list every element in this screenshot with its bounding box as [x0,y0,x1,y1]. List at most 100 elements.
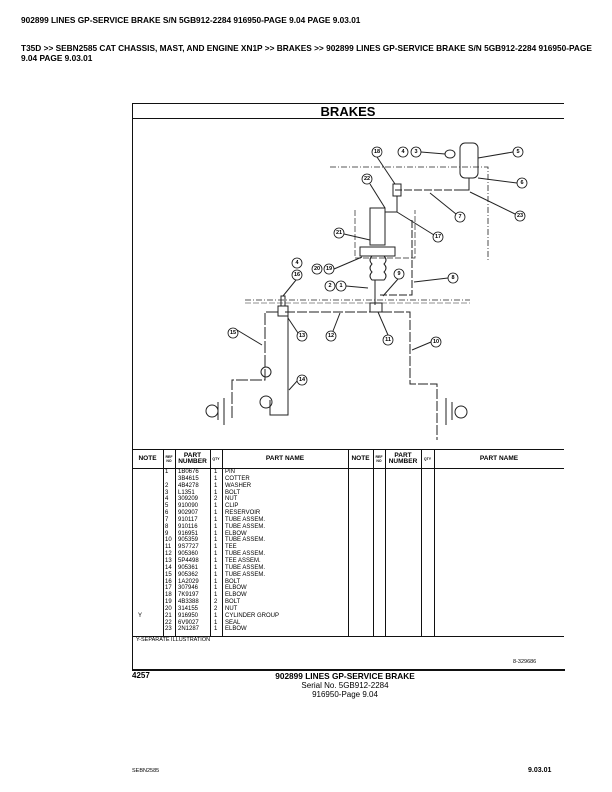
qty-cell: 1 [214,544,218,551]
header-part-number-2: PART NUMBER [385,450,421,469]
ref-cell: 10 [165,537,172,544]
qty-cell: 1 [214,516,218,523]
ref-cell: 5 [165,503,169,510]
column-divider [210,450,223,636]
part-number-cell: 902907 [178,510,199,517]
parts-table: NOTE REF NO PART NUMBER QTY PART NAME NO… [132,449,564,637]
callout: 7 [458,214,461,220]
header-ref-2: REF NO [373,450,385,469]
callout: 23 [517,213,523,219]
part-name-cell: BOLT [225,578,241,585]
ref-cell: 17 [165,585,172,592]
part-name-cell: SEAL [225,619,241,626]
part-number-cell: 2N1287 [178,626,200,633]
part-number-cell: 5P4498 [178,557,199,564]
header-ref: REF NO [163,450,175,469]
note-cell: Y [138,612,143,619]
qty-cell: 1 [214,530,218,537]
column-divider [348,450,374,636]
ref-cell: 3 [165,489,169,496]
part-name-cell: ELBOW [225,592,247,599]
callout: 17 [435,234,441,240]
callout: 22 [364,176,370,182]
ref-cell: 21 [165,612,172,619]
qty-cell: 1 [214,469,218,475]
callout: 19 [326,266,332,272]
qty-cell: 1 [214,503,218,510]
qty-cell: 1 [214,564,218,571]
ref-cell: 12 [165,551,172,558]
part-name-cell: COTTER [225,475,250,482]
footnote: Y-SEPARATE ILLUSTRATION [136,637,211,643]
part-number-cell: 307946 [178,585,199,592]
callout: 10 [433,339,439,345]
page-reference: 916950-Page 9.04 [312,690,378,699]
qty-cell: 2 [214,496,218,503]
header-part-name: PART NAME [222,450,348,469]
part-name-cell: CLIP [225,503,239,510]
part-number-cell: 4B4278 [178,482,199,489]
part-number-cell: 1B0676 [178,469,199,475]
qty-cell: 1 [214,551,218,558]
ref-cell: 18 [165,592,172,599]
ref-cell: 7 [165,516,169,523]
part-number-cell: 3B4615 [178,475,199,482]
part-number-cell: 916950 [178,612,199,619]
part-number-cell: 905359 [178,537,199,544]
ref-cell: 23 [165,626,172,633]
part-number-cell: 916951 [178,530,199,537]
column-divider [421,450,435,636]
table-row: 15 905362 1 TUBE ASSEM. [132,572,564,579]
header-part-number: PART NUMBER [175,450,210,469]
callout: 6 [520,180,523,186]
part-number-cell: L1351 [178,489,195,496]
section-title: BRAKES [132,104,564,119]
ref-cell: 15 [165,571,172,578]
qty-cell: 1 [214,557,218,564]
callout: 20 [314,266,320,272]
part-number-cell: 314155 [178,605,199,612]
qty-cell: 1 [214,619,218,626]
part-name-cell: PIN [225,469,236,475]
page-code: 4257 [132,671,150,680]
illustration-number: 8-329686 [513,659,537,665]
table-row: 12 905360 1 TUBE ASSEM. [132,551,564,558]
callout: 21 [336,230,342,236]
qty-cell: 1 [214,626,218,633]
header-part-name-2: PART NAME [434,450,564,469]
qty-cell: 1 [214,578,218,585]
part-name-cell: WASHER [225,482,252,489]
footer-title: 902899 LINES GP-SERVICE BRAKE [275,671,415,681]
qty-cell: 1 [214,571,218,578]
qty-cell: 1 [214,475,218,482]
breadcrumb: T35D >> SEBN2585 CAT CHASSIS, MAST, AND … [21,43,592,63]
document-id: SEBN2585 [132,768,160,774]
ref-cell: 2 [165,482,169,489]
callout: 13 [299,333,305,339]
part-name-cell: TUBE ASSEM. [225,537,266,544]
qty-cell: 1 [214,612,218,619]
part-number-cell: 910117 [178,516,198,523]
ref-cell: 11 [165,544,172,551]
callout: 16 [294,272,300,278]
ref-cell: 9 [165,530,169,537]
part-name-cell: TUBE ASSEM. [225,523,266,530]
part-number-cell: 905362 [178,571,199,578]
callout: 9 [397,271,400,277]
column-divider [132,450,164,636]
part-name-cell: TUBE ASSEM. [225,551,266,558]
ref-cell: 8 [165,523,169,530]
callout: 18 [374,149,380,155]
document-title: 902899 LINES GP-SERVICE BRAKE S/N 5GB912… [21,15,361,25]
part-number-cell: 905360 [178,551,199,558]
part-name-cell: TUBE ASSEM. [225,571,266,578]
catalog-frame [132,103,565,671]
